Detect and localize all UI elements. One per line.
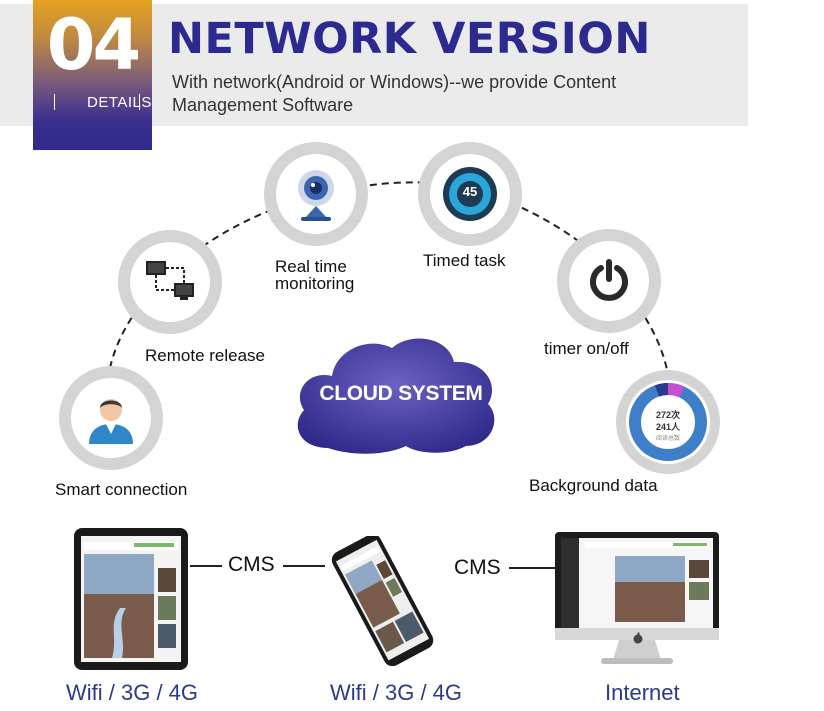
donut-line1: 272次 bbox=[655, 410, 681, 420]
timer-on-off-label: timer on/off bbox=[544, 339, 629, 358]
background-data-label: Background data bbox=[529, 476, 658, 495]
user-icon bbox=[89, 399, 133, 444]
background-data-node: 272次 241人 阅读总数 bbox=[616, 370, 720, 474]
cloud-shape bbox=[297, 338, 495, 454]
cms-line-left bbox=[190, 565, 222, 567]
tablet-device bbox=[74, 528, 188, 670]
monitoring-label-line2: monitoring bbox=[275, 274, 355, 293]
timed-task-node: 45 bbox=[418, 142, 522, 246]
badge-number: 04 bbox=[46, 4, 141, 86]
phone-connection-label: Wifi / 3G / 4G bbox=[330, 680, 463, 705]
badge-label: DETAILS bbox=[87, 94, 152, 111]
monitor-connection-label: Internet bbox=[605, 680, 680, 705]
tablet-connection-label: Wifi / 3G / 4G bbox=[66, 680, 199, 705]
cms-line-left-2 bbox=[283, 565, 325, 567]
timer-icon bbox=[443, 167, 497, 221]
cloud-system-label: CLOUD SYSTEM bbox=[319, 382, 483, 405]
donut-chart-icon bbox=[629, 383, 707, 461]
timer-value: 45 bbox=[462, 184, 478, 199]
cms-label-right: CMS bbox=[454, 556, 501, 579]
donut-line3: 阅读总数 bbox=[655, 436, 680, 442]
page-title: NETWORK VERSION bbox=[168, 14, 651, 64]
badge-divider bbox=[139, 94, 140, 110]
smart-connection-label: Smart connection bbox=[55, 480, 188, 499]
network-icon bbox=[146, 261, 194, 300]
smart-connection-node bbox=[59, 366, 163, 470]
webcam-icon bbox=[298, 170, 334, 221]
apple-logo-icon bbox=[633, 632, 643, 644]
section-badge: 04 DETAILS bbox=[33, 0, 152, 150]
timer-on-off-node bbox=[557, 229, 661, 333]
remote-release-node bbox=[118, 230, 222, 334]
page-subtitle: With network(Android or Windows)--we pro… bbox=[172, 72, 617, 115]
power-icon bbox=[590, 259, 628, 301]
cms-label-left: CMS bbox=[228, 553, 275, 576]
badge-divider bbox=[54, 94, 55, 110]
phone-device bbox=[331, 536, 434, 666]
donut-line2: 241人 bbox=[655, 422, 681, 432]
remote-release-label: Remote release bbox=[145, 346, 266, 365]
monitor-device bbox=[555, 532, 719, 664]
monitoring-node bbox=[264, 142, 368, 246]
monitoring-label-line1: Real time bbox=[275, 257, 347, 276]
cms-line-right bbox=[509, 567, 555, 569]
timed-task-label: Timed task bbox=[423, 251, 506, 270]
